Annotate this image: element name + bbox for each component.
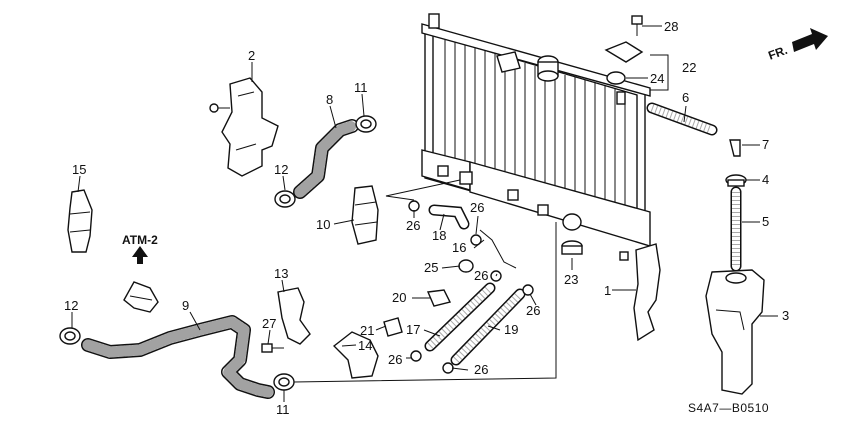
callout-26-b: 26	[470, 200, 484, 215]
callout-23: 23	[564, 272, 578, 287]
callout-27: 27	[262, 316, 276, 331]
leader-lines	[71, 25, 778, 402]
atm-label: ATM-2	[122, 233, 158, 247]
callout-18: 18	[432, 228, 446, 243]
callout-11: 11	[354, 80, 368, 95]
hose-clamp-12-top	[274, 190, 296, 208]
callout-15: 15	[72, 162, 86, 177]
radiator	[421, 13, 651, 247]
callout-8: 8	[326, 92, 333, 107]
clip-21	[383, 317, 403, 337]
callout-10: 10	[316, 217, 330, 232]
clip-20	[426, 289, 452, 307]
reserve-tank-3	[705, 269, 765, 395]
callout-14: 14	[358, 338, 372, 353]
callout-4: 4	[762, 172, 769, 187]
atf-hose-19	[450, 288, 526, 366]
callout-20: 20	[392, 290, 406, 305]
callout-17: 17	[406, 322, 420, 337]
overflow-tube-6	[646, 102, 718, 136]
diagram-code: S4A7—B0510	[688, 401, 769, 415]
air-guide-bracket-2	[209, 77, 279, 177]
air-guide-1	[619, 243, 661, 342]
hose-clip-15	[67, 189, 93, 253]
hose-clamp-12-left	[59, 327, 81, 345]
atm-arrow-icon	[132, 246, 148, 264]
cushion-24	[606, 71, 626, 85]
callout-26-d: 26	[526, 303, 540, 318]
fitting-7	[729, 139, 741, 157]
front-arrow-icon	[792, 28, 828, 52]
atf-hose-17	[424, 282, 496, 352]
radiator-cap-23	[561, 240, 583, 255]
pipe-16	[479, 229, 517, 269]
callout-3: 3	[782, 308, 789, 323]
callout-13: 13	[274, 266, 288, 281]
callout-21: 21	[360, 323, 374, 338]
callout-2: 2	[248, 48, 255, 63]
clamp-26-group	[408, 200, 534, 374]
callout-28: 28	[664, 19, 678, 34]
callout-19: 19	[504, 322, 518, 337]
drain-hose-18	[428, 204, 470, 230]
callout-11-bottom: 11	[276, 402, 290, 417]
drain-plug-25	[458, 259, 474, 273]
callout-16: 16	[452, 240, 466, 255]
atm-bracket	[123, 281, 159, 313]
bolt-27	[261, 343, 284, 353]
callout-26-c: 26	[474, 268, 488, 283]
callout-26-f: 26	[474, 362, 488, 377]
callout-26-a: 26	[406, 218, 420, 233]
cap-4	[725, 174, 747, 187]
front-label: FR.	[766, 43, 789, 63]
callout-12-left: 12	[64, 298, 78, 313]
hose-clip-10	[351, 185, 379, 245]
callout-1: 1	[604, 283, 611, 298]
bracket-14	[332, 331, 379, 379]
callout-25: 25	[424, 260, 438, 275]
bracket-13	[277, 287, 311, 345]
callout-26-e: 26	[388, 352, 402, 367]
hose-clamp-11-bottom	[273, 373, 295, 391]
bracket-22	[604, 41, 644, 63]
callout-22: 22	[682, 60, 696, 75]
hose-clamp-11-top	[355, 115, 377, 133]
callout-9: 9	[182, 298, 189, 313]
bolt-28	[631, 15, 643, 36]
upper-hose-8	[293, 119, 359, 199]
callout-7: 7	[762, 137, 769, 152]
callout-24: 24	[650, 71, 664, 86]
lower-hose-9	[81, 315, 275, 399]
callout-labels: 2 8 11 12 10 15 12 9 13 27 14 21 20 11 2…	[64, 19, 789, 417]
radiator-fins	[444, 39, 626, 229]
callout-12: 12	[274, 162, 288, 177]
callout-5: 5	[762, 214, 769, 229]
callout-6: 6	[682, 90, 689, 105]
